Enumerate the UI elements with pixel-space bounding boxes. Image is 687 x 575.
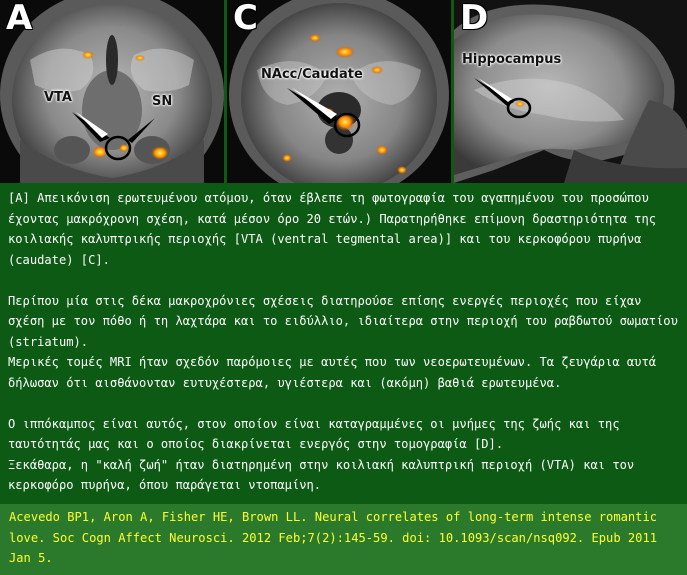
panel-letter-c: C [233, 0, 258, 38]
description-text: [A] Απεικόνιση ερωτευμένου ατόμου, όταν … [8, 188, 684, 496]
mri-figure: A VTA SN [0, 0, 687, 183]
label-vta: VTA [44, 90, 72, 105]
paragraph-3: Μερικές τομές MRI ήταν σχεδόν παρόμοιες … [8, 355, 657, 390]
paragraph-4: Ο ιππόκαμπος είναι αυτός, στον οποίον εί… [8, 416, 620, 452]
mri-coronal-image-c [227, 0, 451, 183]
panel-letter-a: A [6, 0, 33, 38]
mri-coronal-image-a [0, 0, 224, 183]
label-nacc-caudate: NAcc/Caudate [261, 67, 363, 82]
mri-sagittal-image-d [454, 0, 687, 183]
paragraph-5: Ξεκάθαρα, η "καλή ζωή" ήταν διατηρημένη … [8, 457, 635, 493]
paragraph-2: Περίπου μία στις δέκα μακροχρόνιες σχέσε… [8, 293, 678, 349]
mri-panel-c: C NAcc/Caudate [227, 0, 451, 183]
mri-panel-a: A VTA SN [0, 0, 224, 183]
paragraph-1: [A] Απεικόνιση ερωτευμένου ατόμου, όταν … [8, 191, 657, 267]
citation-box: Acevedo BP1, Aron A, Fisher HE, Brown LL… [0, 504, 687, 575]
citation-text: Acevedo BP1, Aron A, Fisher HE, Brown LL… [9, 510, 658, 565]
label-hippocampus: Hippocampus [462, 52, 562, 67]
panel-letter-d: D [460, 0, 489, 38]
paragraph-gap [8, 393, 684, 414]
paragraph-gap [8, 270, 684, 291]
label-sn: SN [152, 94, 173, 109]
mri-panel-d: D Hippocampus [454, 0, 687, 183]
